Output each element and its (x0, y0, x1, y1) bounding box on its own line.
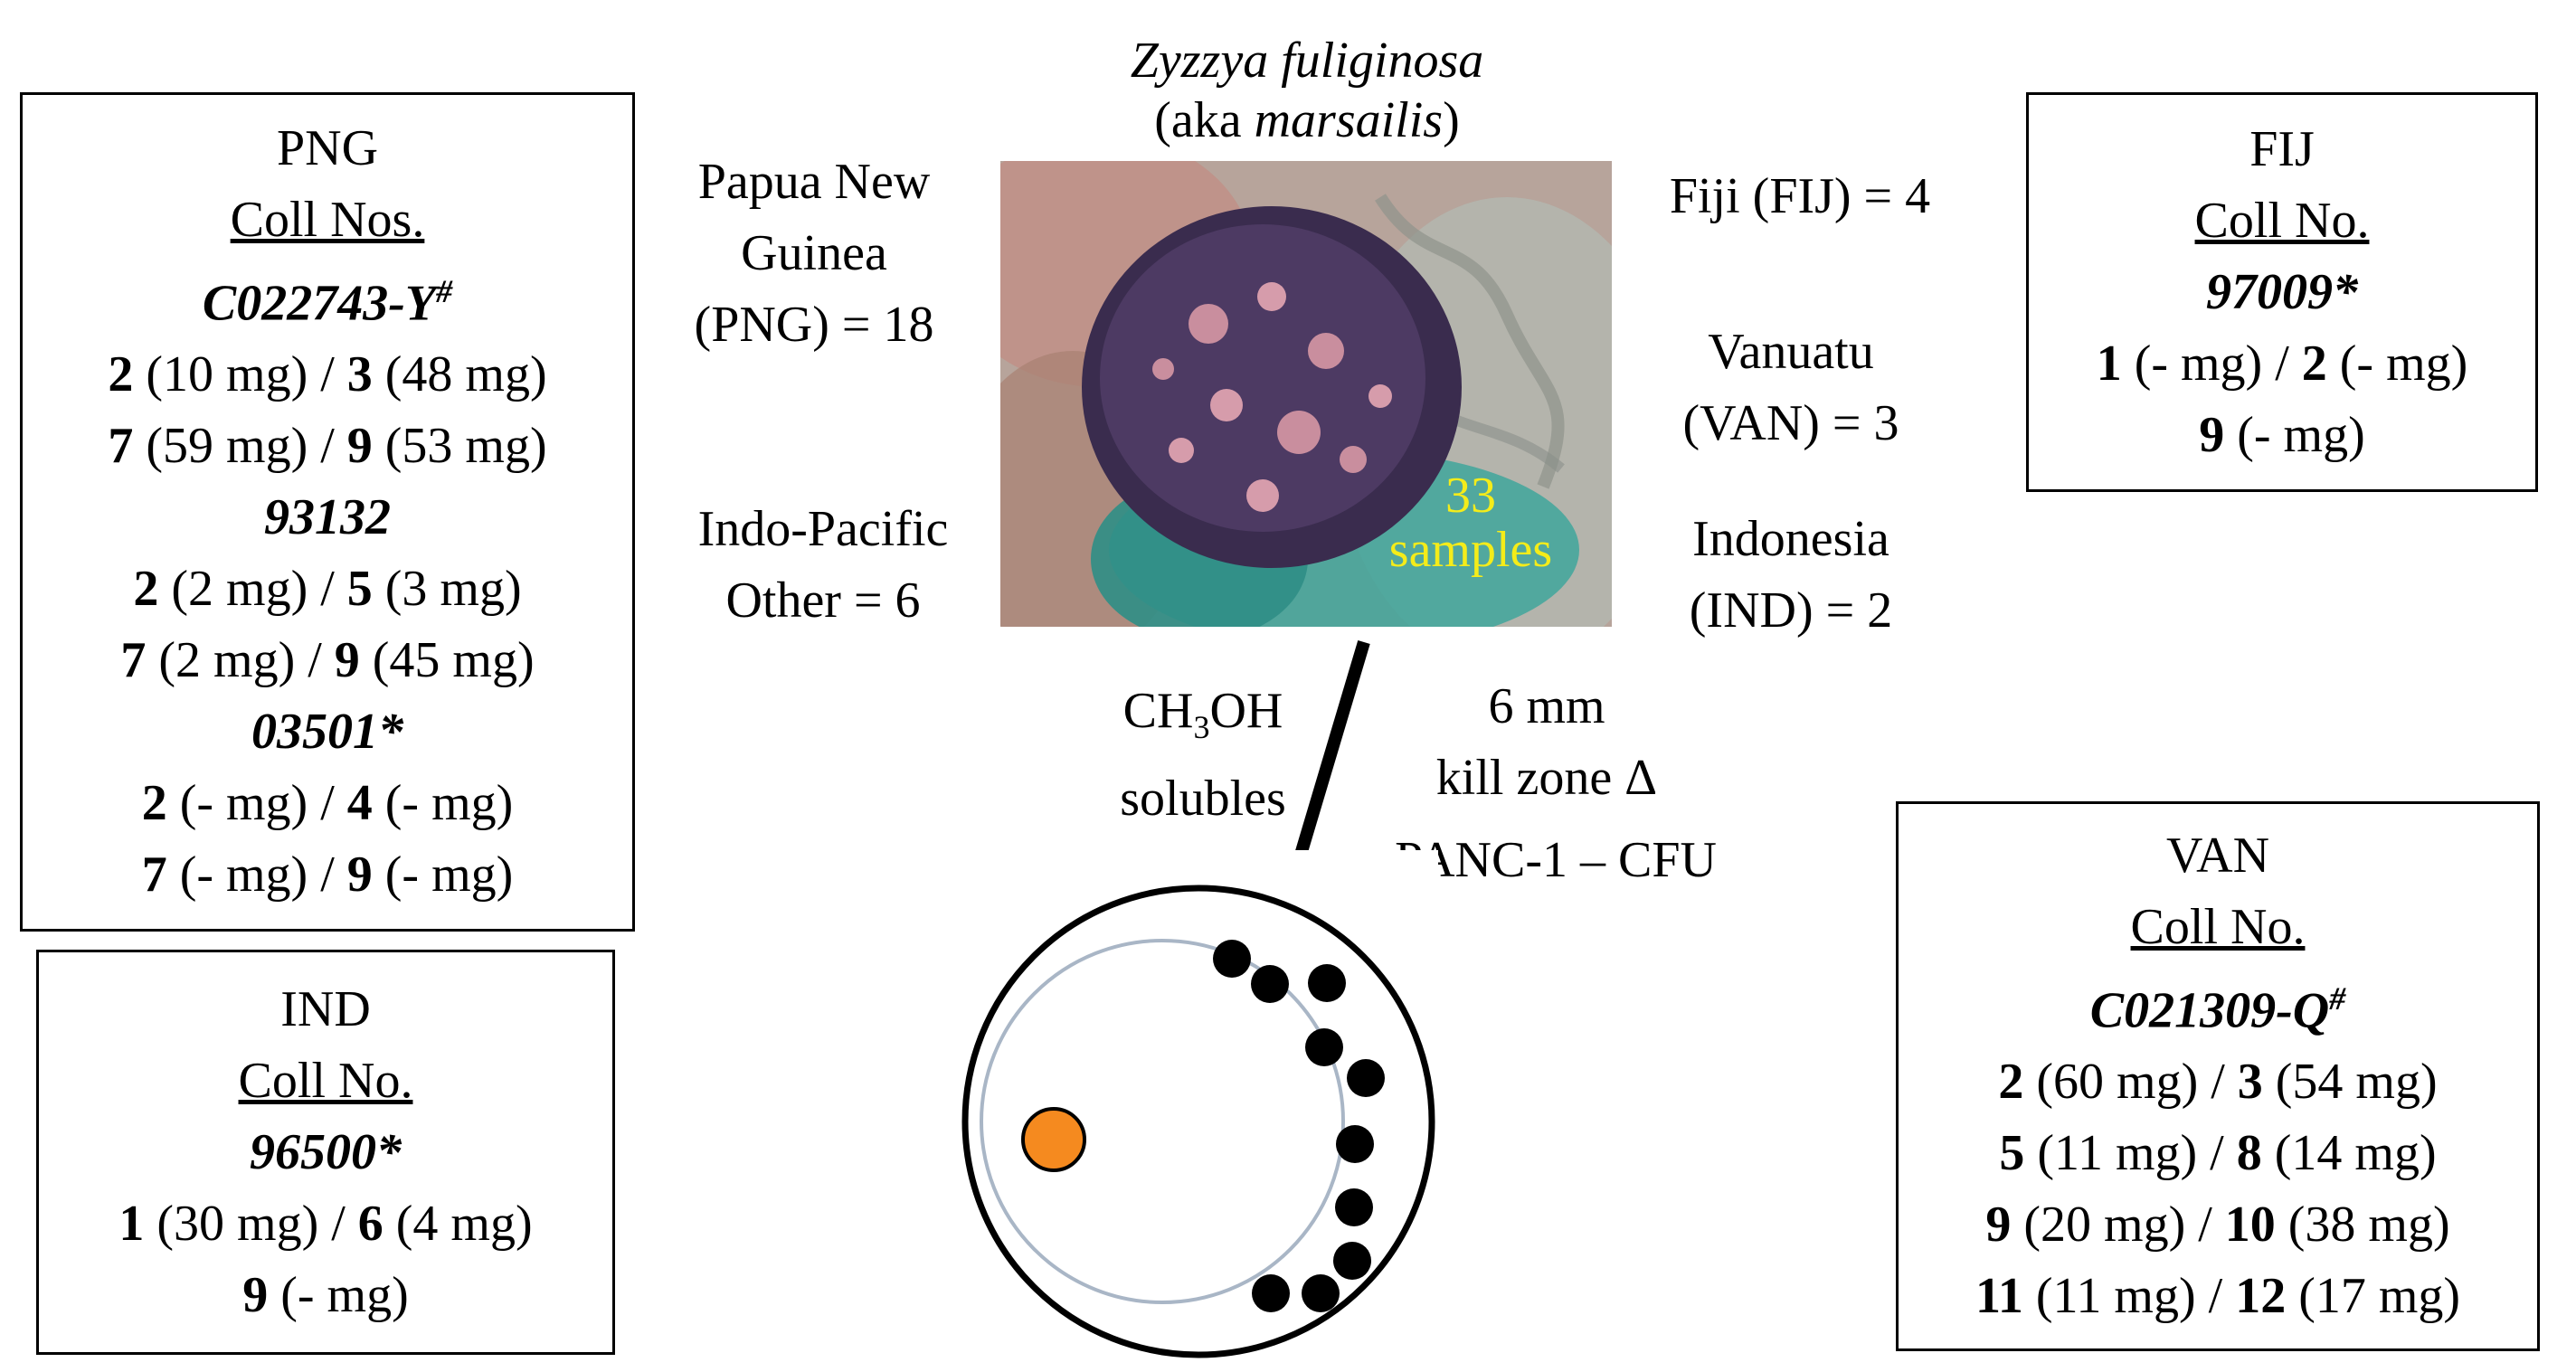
samples-label: 33 samples (1388, 468, 1553, 578)
colony-dot (1305, 1028, 1343, 1066)
png-yield-line: 2 (10 mg) / 3 (48 mg) (108, 346, 547, 403)
png-collection-box: PNG Coll Nos. C022743-Y# 2 (10 mg) / 3 (… (20, 92, 635, 932)
sample-disk (1021, 1107, 1086, 1172)
png-yield-line: 7 (- mg) / 9 (- mg) (141, 847, 514, 904)
petri-dish-diagram (932, 850, 1438, 1372)
fij-collection-box: FIJ Coll No. 97009* 1 (- mg) / 2 (- mg) … (2026, 92, 2538, 492)
van-yield-line: 9 (20 mg) / 10 (38 mg) (1985, 1197, 2450, 1254)
van-yield-line: 11 (11 mg) / 12 (17 mg) (1975, 1268, 2461, 1325)
region-label-ind: Indonesia (IND) = 2 (1689, 511, 1893, 639)
colony-dot (1251, 965, 1289, 1003)
fij-coll-id: 97009* (2206, 263, 2358, 320)
region-label-fij: Fiji (FIJ) = 4 (1669, 168, 1931, 224)
inhibition-zone (980, 939, 1345, 1304)
colony-dot (1308, 964, 1346, 1002)
fij-coll-label: Coll No. (2194, 192, 2370, 249)
colony-dot (1335, 1188, 1373, 1226)
colony-dot (1333, 1242, 1371, 1280)
png-yield-line: 2 (2 mg) / 5 (3 mg) (133, 561, 522, 618)
van-coll-id: C021309-Q# (2089, 979, 2346, 1039)
ind-yield-line: 1 (30 mg) / 6 (4 mg) (118, 1195, 533, 1252)
van-coll-label: Coll No. (2130, 898, 2306, 955)
png-coll-id-2: 93132 (264, 489, 391, 546)
sponge-photo: 33 samples (1000, 161, 1612, 627)
png-coll-label: Coll Nos. (230, 191, 425, 248)
van-collection-box: VAN Coll No. C021309-Q# 2 (60 mg) / 3 (5… (1896, 801, 2540, 1351)
fij-yield-line: 1 (- mg) / 2 (- mg) (2096, 335, 2468, 392)
ind-yield-line: 9 (- mg) (242, 1266, 409, 1323)
region-label-other: Indo-Pacific Other = 6 (697, 501, 949, 629)
species-aka: (aka marsailis) (1154, 92, 1460, 148)
png-yield-line: 7 (59 mg) / 9 (53 mg) (108, 418, 547, 475)
ind-collection-box: IND Coll No. 96500* 1 (30 mg) / 6 (4 mg)… (36, 950, 615, 1355)
ind-box-title: IND (280, 980, 371, 1037)
png-coll-id-3: 03501* (251, 704, 403, 761)
colony-dot (1213, 940, 1251, 978)
species-name: Zyzzya fuliginosa (1130, 33, 1484, 89)
assay-label: PANC-1 – CFU (1395, 832, 1717, 888)
region-label-png: Papua New Guinea (PNG) = 18 (694, 154, 934, 353)
png-yield-line: 7 (2 mg) / 9 (45 mg) (120, 632, 535, 689)
van-yield-line: 2 (60 mg) / 3 (54 mg) (1998, 1054, 2438, 1111)
van-box-title: VAN (2165, 827, 2270, 884)
png-box-title: PNG (276, 119, 379, 176)
png-coll-id-1: C022743-Y# (202, 272, 453, 332)
van-yield-line: 5 (11 mg) / 8 (14 mg) (1999, 1125, 2437, 1182)
ind-coll-id: 96500* (250, 1123, 402, 1180)
extraction-method: CH3OH solubles (1120, 683, 1286, 828)
colony-dot (1252, 1274, 1290, 1312)
region-label-van: Vanuatu (VAN) = 3 (1682, 324, 1899, 451)
sponge-photo-art (1000, 161, 1612, 627)
fij-yield-line: 9 (- mg) (2199, 406, 2365, 463)
colony-dot (1302, 1274, 1340, 1312)
species-title: Zyzzya fuliginosa (aka marsailis) (995, 31, 1619, 150)
ind-coll-label: Coll No. (238, 1052, 413, 1109)
colony-dot (1336, 1125, 1374, 1163)
fij-box-title: FIJ (2249, 120, 2315, 177)
png-yield-line: 2 (- mg) / 4 (- mg) (141, 775, 514, 832)
kill-zone-label: 6 mm kill zone Δ (1435, 678, 1658, 806)
colony-dot (1347, 1059, 1385, 1097)
